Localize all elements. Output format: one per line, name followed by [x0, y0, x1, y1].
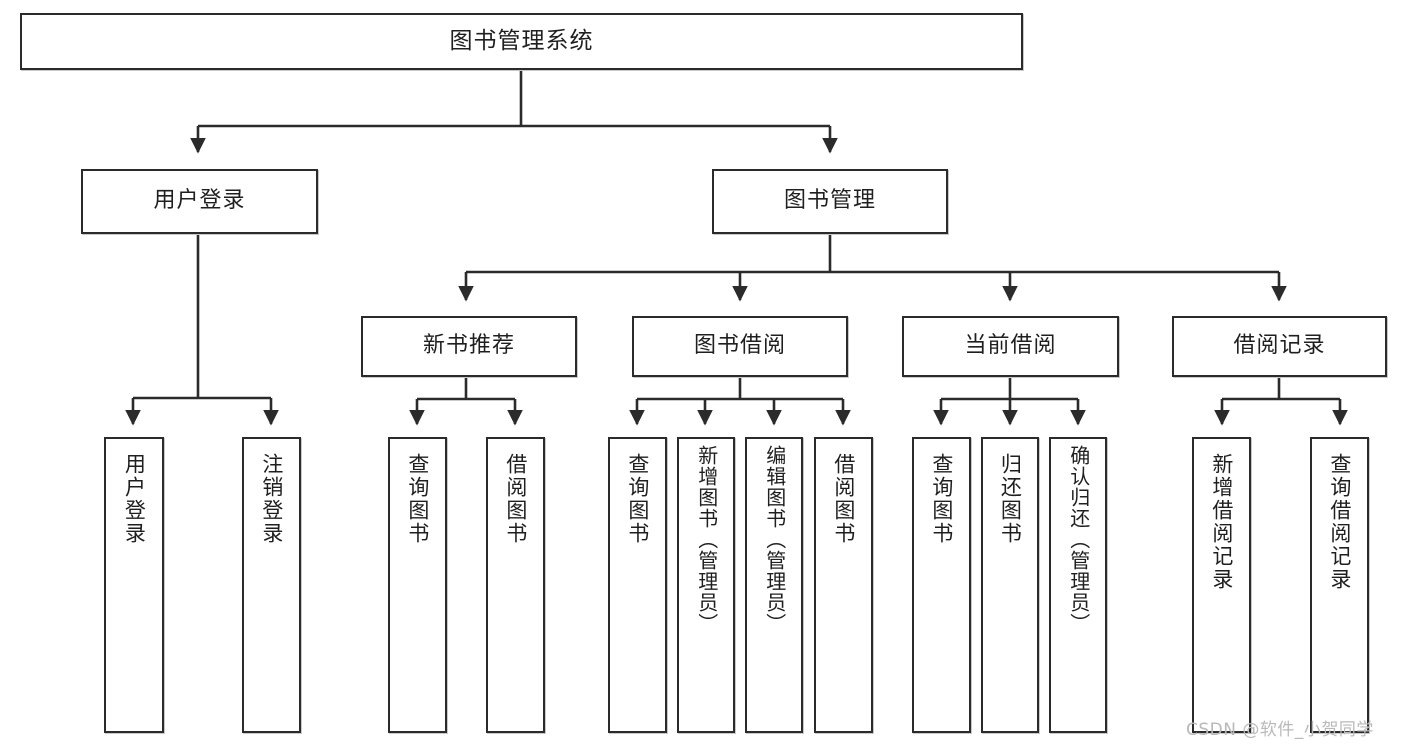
- node-label: 用户登录: [122, 453, 147, 545]
- node-label: 新增图书（管理员）: [694, 445, 719, 634]
- node-book-management[interactable]: 图书管理: [712, 169, 948, 234]
- node-leaf-user-login[interactable]: 用户登录: [104, 437, 164, 733]
- node-leaf-query-book-2[interactable]: 查询图书: [608, 437, 667, 733]
- node-label: 查询图书: [625, 453, 650, 545]
- node-book-borrow[interactable]: 图书借阅: [632, 316, 848, 377]
- node-root-system[interactable]: 图书管理系统: [20, 13, 1023, 70]
- node-user-login[interactable]: 用户登录: [81, 169, 318, 234]
- node-label: 注销登录: [259, 453, 284, 545]
- node-leaf-return-book[interactable]: 归还图书: [981, 437, 1039, 733]
- node-borrow-record[interactable]: 借阅记录: [1172, 316, 1387, 377]
- node-leaf-borrow-book-2[interactable]: 借阅图书: [814, 437, 873, 733]
- node-label: 图书借阅: [693, 333, 786, 359]
- node-leaf-borrow-book-1[interactable]: 借阅图书: [486, 437, 545, 733]
- node-label: 借阅记录: [1233, 333, 1326, 359]
- node-new-book-recommend[interactable]: 新书推荐: [361, 316, 577, 377]
- node-leaf-query-book-3[interactable]: 查询图书: [912, 437, 971, 733]
- csdn-watermark: CSDN @软件_小贺同学: [1186, 720, 1374, 740]
- node-label: 新书推荐: [422, 333, 515, 359]
- node-label: 图书管理: [783, 188, 876, 214]
- node-label: 借阅图书: [503, 453, 528, 545]
- node-label: 用户登录: [153, 188, 246, 214]
- node-leaf-edit-book[interactable]: 编辑图书（管理员）: [745, 437, 803, 733]
- node-current-borrow[interactable]: 当前借阅: [902, 316, 1119, 377]
- node-label: 图书管理系统: [449, 27, 594, 54]
- node-label: 当前借阅: [964, 333, 1057, 359]
- node-leaf-query-book-1[interactable]: 查询图书: [388, 437, 447, 733]
- node-label: 归还图书: [998, 453, 1023, 545]
- node-label: 查询图书: [929, 453, 954, 545]
- node-leaf-confirm-return[interactable]: 确认归还（管理员）: [1049, 437, 1107, 733]
- node-label: 新增借阅记录: [1209, 453, 1234, 591]
- node-label: 查询图书: [405, 453, 430, 545]
- node-leaf-add-book[interactable]: 新增图书（管理员）: [677, 437, 735, 733]
- node-label: 查询借阅记录: [1327, 453, 1352, 591]
- node-label: 编辑图书（管理员）: [762, 445, 787, 634]
- node-leaf-query-record[interactable]: 查询借阅记录: [1310, 437, 1369, 733]
- node-leaf-logout-login[interactable]: 注销登录: [242, 437, 301, 733]
- node-label: 借阅图书: [831, 453, 856, 545]
- node-label: 确认归还（管理员）: [1066, 445, 1091, 634]
- node-leaf-add-record[interactable]: 新增借阅记录: [1192, 437, 1251, 733]
